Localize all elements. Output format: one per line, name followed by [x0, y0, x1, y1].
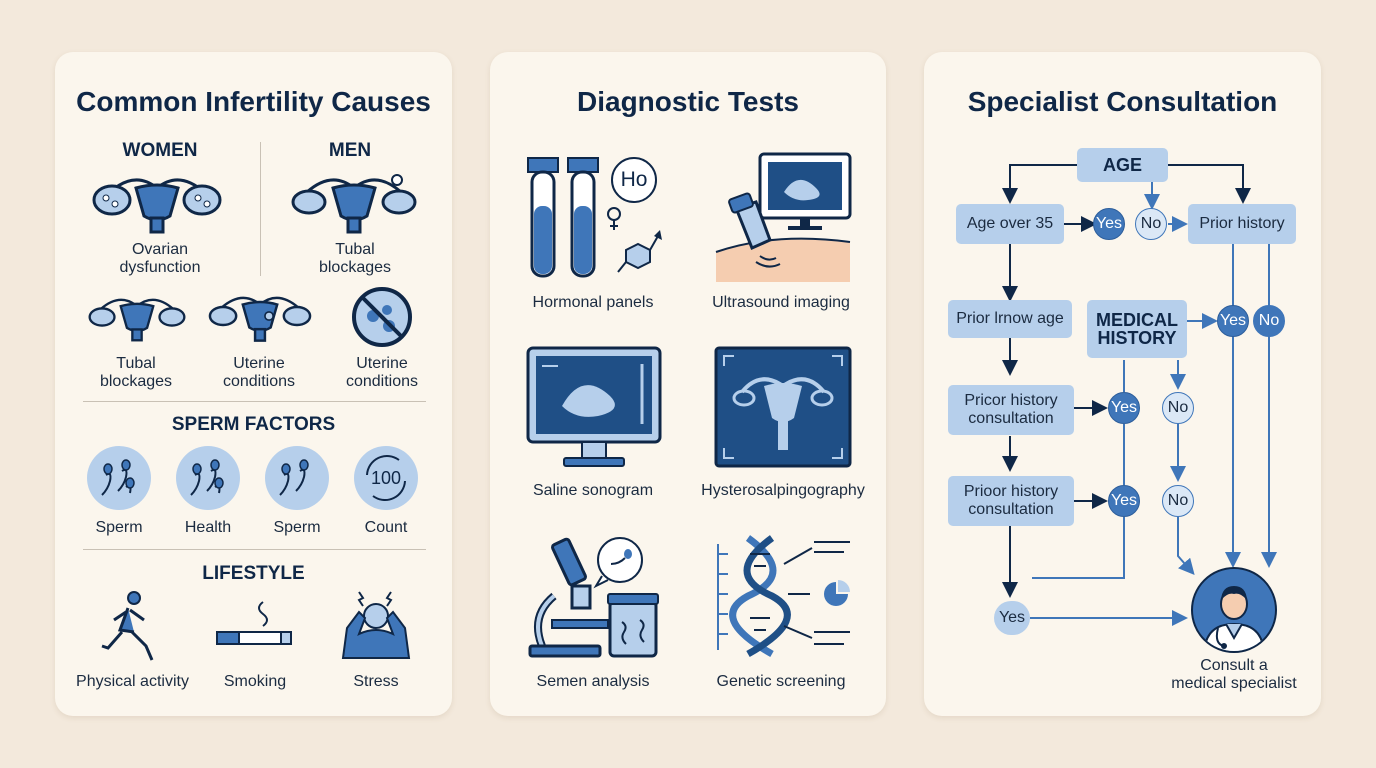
no-node: No — [1162, 392, 1194, 424]
tests-panel: Diagnostic Tests Ho Hormonal panels — [490, 52, 886, 716]
sperm-item-label-3: Sperm — [273, 519, 321, 536]
divider — [83, 549, 426, 550]
top-item-label-1: Ovarian dysfunction — [119, 241, 201, 276]
sperm-item-label-4: Count — [364, 519, 408, 536]
count-icon: 100 — [353, 445, 419, 511]
test-label-2: Ultrasound imaging — [712, 294, 850, 311]
divider — [83, 401, 426, 402]
yes-node: Yes — [1217, 305, 1249, 337]
lifestyle-heading: LIFESTYLE — [202, 563, 305, 584]
sperm-icon — [176, 446, 240, 510]
consultation-title: Specialist Consultation — [967, 86, 1278, 117]
yes-node: Yes — [994, 601, 1030, 635]
test-label-6: Genetic screening — [716, 673, 846, 690]
yes-node: Yes — [1093, 208, 1125, 240]
test-tubes-icon: Ho — [526, 156, 666, 280]
dna-icon — [717, 535, 850, 658]
mid-item-label-1: Tubal blockages — [99, 355, 173, 390]
prior-consultation-node-2: Prioor history consultation — [948, 476, 1074, 526]
no-node: No — [1253, 305, 1285, 337]
cigarette-icon — [216, 601, 292, 645]
sperm-icon — [87, 446, 151, 510]
microscope-icon — [528, 537, 659, 658]
sperm-heading: SPERM FACTORS — [171, 414, 336, 435]
xray-uterus-icon — [714, 346, 852, 468]
yes-node: Yes — [1108, 485, 1140, 517]
test-label-5: Semen analysis — [536, 673, 650, 690]
causes-title: Common Infertility Causes — [76, 86, 431, 117]
uterus-ovarian-icon — [92, 178, 222, 234]
lifestyle-item-label-2: Smoking — [223, 673, 287, 690]
result-label: Consult a medical specialist — [1171, 657, 1297, 692]
top-item-label-2: Tubal blockages — [318, 241, 392, 276]
stressed-person-icon — [341, 591, 411, 659]
gender-divider — [260, 142, 261, 276]
medical-history-node: MEDICAL HISTORY — [1087, 300, 1187, 358]
sperm-item-label-1: Sperm — [95, 519, 143, 536]
no-node: No — [1135, 208, 1167, 240]
age-over-node: Age over 35 — [956, 204, 1064, 244]
tests-title: Diagnostic Tests — [577, 86, 799, 117]
uterus-tubal-icon — [291, 174, 417, 234]
women-heading: WOMEN — [122, 140, 198, 161]
men-heading: MEN — [328, 140, 372, 161]
doctor-icon — [1191, 567, 1277, 653]
lifestyle-item-label-1: Physical activity — [76, 673, 189, 690]
test-label-3: Saline sonogram — [532, 482, 654, 499]
mid-item-label-3: Uterine conditions — [345, 355, 419, 390]
uterus-tubal-icon — [88, 298, 186, 342]
prior-consultation-node-1: Pricor history consultation — [948, 385, 1074, 435]
test-label-4: Hysterosalpingography — [701, 482, 865, 499]
sperm-icon — [265, 446, 329, 510]
sperm-item-label-2: Health — [184, 519, 232, 536]
hormone-badge: Ho — [620, 168, 648, 191]
uterus-conditions-icon — [208, 296, 312, 342]
monitor-sonogram-icon — [526, 346, 662, 467]
prohibited-icon — [352, 287, 412, 347]
yes-node: Yes — [1108, 392, 1140, 424]
ultrasound-icon — [715, 152, 852, 282]
age-node: AGE — [1077, 148, 1168, 182]
flowchart-connectors — [1002, 164, 1277, 626]
prior-history-node: Prior history — [1188, 204, 1296, 244]
test-label-1: Hormonal panels — [532, 294, 654, 311]
consultation-panel: Specialist Consultation AG — [924, 52, 1321, 716]
count-badge: 100 — [370, 468, 402, 488]
causes-panel: Common Infertility Causes WOMEN MEN Ovar… — [55, 52, 452, 716]
runner-icon — [101, 591, 154, 661]
lifestyle-item-label-3: Stress — [353, 673, 399, 690]
prior-know-node: Prior lrnow age — [948, 300, 1072, 338]
mid-item-label-2: Uterine conditions — [222, 355, 296, 390]
no-node: No — [1162, 485, 1194, 517]
